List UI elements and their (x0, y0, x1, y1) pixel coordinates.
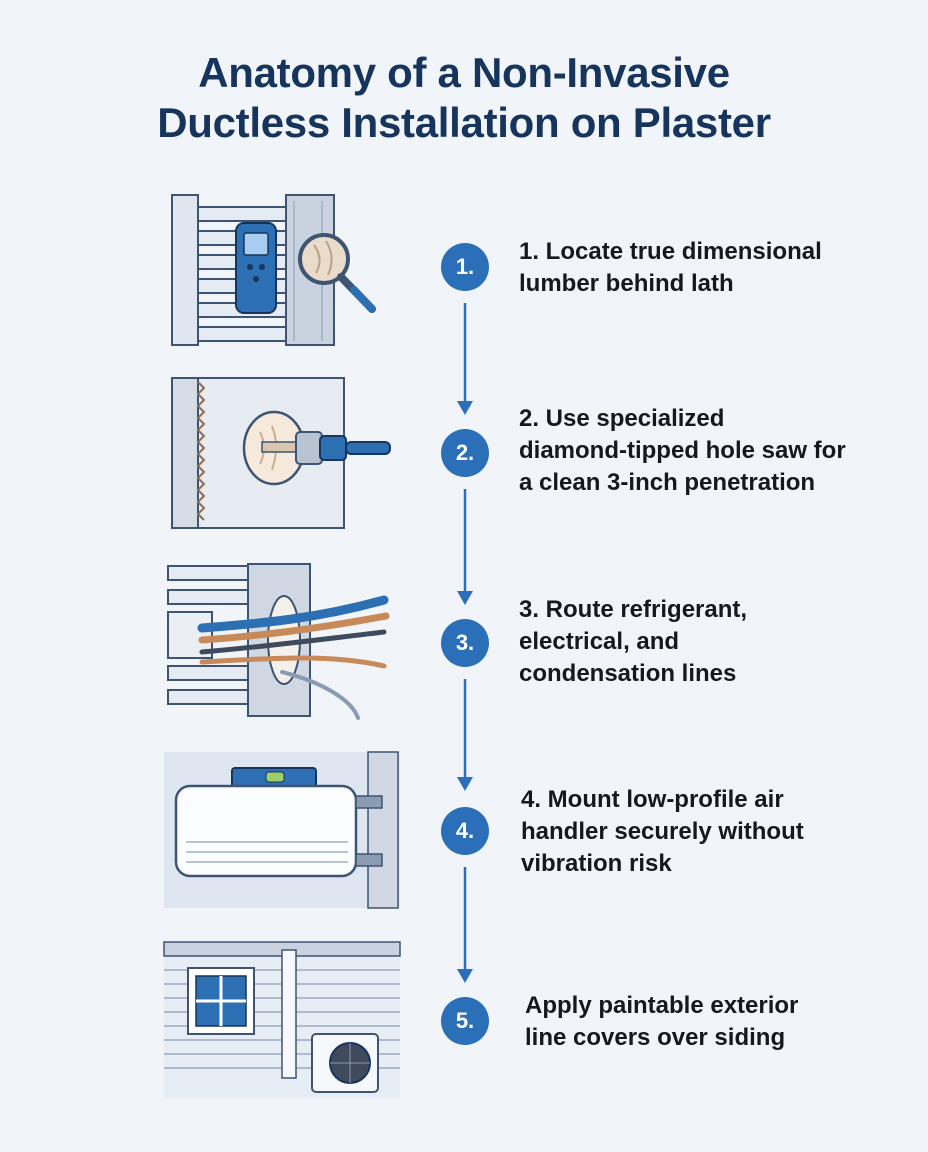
step-number-badge: 2. (441, 429, 489, 477)
step-text-line: diamond-tipped hole saw for (519, 437, 846, 464)
house-condenser-icon (163, 941, 401, 1098)
down-arrow-icon (457, 303, 473, 415)
step-text-line: Apply paintable exterior (525, 992, 799, 1019)
refrigerant-lines-icon (167, 563, 390, 720)
step-text-line: electrical, and (519, 628, 680, 655)
hole-saw-icon (171, 377, 391, 529)
step-number-badge: 1. (441, 243, 489, 291)
step-number-badge: 4. (441, 807, 489, 855)
step-3-text: 3. Route refrigerant, electrical, and co… (519, 594, 889, 690)
step-4-text: 4. Mount low-profile air handler securel… (521, 784, 891, 880)
step-text-line: 4. Mount low-profile air (521, 786, 784, 813)
air-handler-illustration (162, 750, 402, 910)
step-text-line: lumber behind lath (519, 270, 734, 297)
title-line-2: Ductless Installation on Plaster (157, 99, 771, 146)
step-text-line: 1. Locate true dimensional (519, 238, 822, 265)
step-text-line: 2. Use specialized (519, 405, 725, 432)
refrigerant-lines-illustration (162, 562, 402, 722)
step-text-line: 3. Route refrigerant, (519, 596, 748, 623)
down-arrow-icon (457, 679, 473, 791)
step-number-badge: 3. (441, 619, 489, 667)
step-2-text: 2. Use specialized diamond-tipped hole s… (519, 403, 889, 499)
stud-finder-icon (171, 194, 376, 346)
stud-finder-illustration (162, 193, 402, 353)
air-handler-icon (164, 751, 400, 909)
down-arrow-icon (457, 867, 473, 983)
step-text-line: vibration risk (521, 850, 672, 877)
step-text-line: handler securely without (521, 818, 804, 845)
house-condenser-illustration (162, 940, 402, 1100)
step-number-badge: 5. (441, 997, 489, 1045)
step-1-text: 1. Locate true dimensional lumber behind… (519, 236, 889, 300)
hole-saw-illustration (162, 376, 402, 532)
title-line-1: Anatomy of a Non-Invasive (198, 49, 730, 96)
down-arrow-icon (457, 489, 473, 605)
step-text-line: a clean 3-inch penetration (519, 469, 816, 496)
step-5-text: Apply paintable exterior line covers ove… (525, 990, 895, 1054)
step-text-line: condensation lines (519, 660, 737, 687)
step-text-line: line covers over siding (525, 1024, 786, 1051)
page-title: Anatomy of a Non-Invasive Ductless Insta… (0, 48, 928, 148)
